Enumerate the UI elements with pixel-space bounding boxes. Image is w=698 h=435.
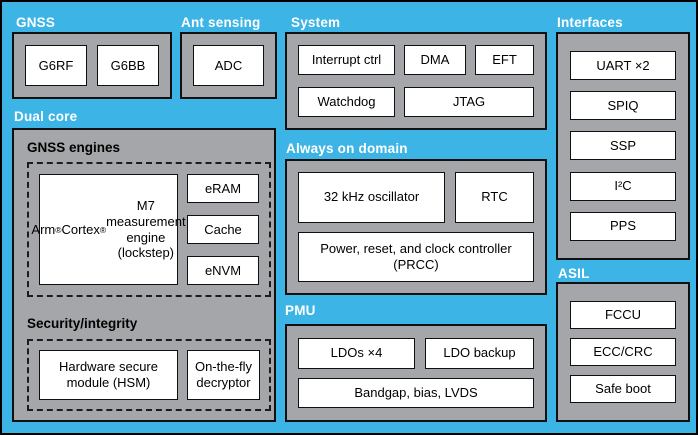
block-adc: ADC (193, 45, 264, 86)
block-ldo-backup: LDO backup (425, 338, 534, 369)
dual-core-container: GNSS engines Arm® Cortex® M7 measurement… (12, 128, 276, 422)
section-label-pmu: PMU (285, 303, 316, 318)
block-pps: PPS (570, 211, 676, 241)
block-cache: Cache (187, 215, 259, 244)
system-container: Interrupt ctrl DMA EFT Watchdog JTAG (285, 32, 547, 130)
section-label-asil: ASIL (558, 266, 590, 281)
gnss-engines-dashed-region: Arm® Cortex® M7 measurement engine (lock… (27, 162, 271, 297)
block-envm: eNVM (187, 256, 259, 285)
section-label-always-on-domain: Always on domain (286, 141, 408, 156)
section-label-dual-core: Dual core (14, 109, 78, 124)
ant-sensing-container: ADC (180, 32, 277, 99)
block-dma: DMA (404, 45, 466, 75)
block-on-the-fly-decryptor: On-the-fly decryptor (187, 350, 260, 400)
block-g6bb: G6BB (97, 45, 159, 86)
block-interrupt-ctrl: Interrupt ctrl (298, 45, 395, 75)
asil-container: FCCU ECC/CRC Safe boot (556, 282, 690, 422)
block-fccu: FCCU (570, 301, 676, 329)
sublabel-security-integrity: Security/integrity (27, 316, 138, 331)
always-on-domain-container: 32 kHz oscillator RTC Power, reset, and … (285, 159, 547, 295)
section-label-system: System (291, 15, 341, 30)
section-label-ant-sensing: Ant sensing (181, 15, 261, 30)
memory-stack: eRAM Cache eNVM (187, 174, 259, 285)
block-i2c: I²C (570, 171, 676, 201)
block-spiq: SPIQ (570, 91, 676, 121)
interfaces-container: UART ×2 SPIQ SSP I²C PPS (556, 32, 690, 260)
block-watchdog: Watchdog (298, 87, 395, 117)
sublabel-gnss-engines: GNSS engines (27, 140, 121, 155)
block-safe-boot: Safe boot (570, 375, 676, 403)
block-g6rf: G6RF (25, 45, 87, 86)
block-eram: eRAM (187, 174, 259, 203)
block-hardware-secure-module: Hardware secure module (HSM) (39, 350, 178, 400)
block-ldos-x4: LDOs ×4 (298, 338, 415, 369)
section-label-interfaces: Interfaces (557, 15, 623, 30)
block-bandgap-bias-lvds: Bandgap, bias, LVDS (298, 377, 534, 408)
section-label-gnss: GNSS (16, 15, 56, 30)
security-integrity-dashed-region: Hardware secure module (HSM) On-the-fly … (27, 339, 271, 411)
block-uart-x2: UART ×2 (570, 51, 676, 81)
block-arm-cortex-m7-measurement-engine: Arm® Cortex® M7 measurement engine (lock… (31, 174, 186, 285)
block-32khz-oscillator: 32 kHz oscillator (298, 172, 445, 223)
block-prcc: Power, reset, and clock controller (PRCC… (298, 231, 534, 282)
block-eft: EFT (475, 45, 534, 75)
block-rtc: RTC (455, 172, 534, 223)
block-ssp: SSP (570, 131, 676, 161)
gnss-container: G6RF G6BB (12, 32, 172, 99)
block-jtag: JTAG (404, 87, 534, 117)
pmu-container: LDOs ×4 LDO backup Bandgap, bias, LVDS (285, 324, 547, 422)
block-ecc-crc: ECC/CRC (570, 338, 676, 366)
